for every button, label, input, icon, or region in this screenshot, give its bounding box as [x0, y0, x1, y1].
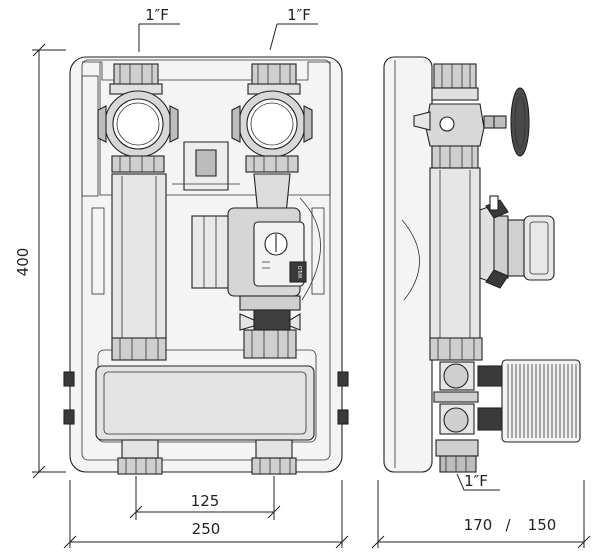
lower-manifold	[95, 365, 315, 441]
front-dimensions: 1″F 1″F 400 125 250	[14, 6, 349, 549]
pipe-spacing-label: 125	[191, 492, 220, 510]
lower-valve-knob-2	[443, 407, 469, 433]
side-valve-body	[425, 103, 485, 147]
bottom-connection-left	[117, 457, 163, 475]
front-view: WILO	[63, 56, 349, 475]
width-label: 250	[192, 520, 221, 538]
side-view	[383, 56, 581, 473]
circulation-pump: WILO	[191, 207, 307, 359]
handwheel-icon	[510, 87, 530, 157]
lower-valve-knob-1	[443, 363, 469, 389]
heat-exchanger	[501, 359, 581, 443]
depth-label-a: 170	[464, 516, 493, 534]
right-pipe-column	[231, 63, 321, 301]
bottom-connection-label: 1″F	[464, 472, 488, 490]
side-dimensions: 1″F 170 / 150	[371, 472, 591, 549]
bottom-connection-right	[251, 457, 297, 475]
height-dimension-label: 400	[14, 248, 32, 277]
side-pump-head	[523, 215, 555, 281]
top-left-connection-label: 1″F	[145, 6, 169, 24]
depth-separator: /	[505, 516, 511, 534]
top-right-connection-label: 1″F	[287, 6, 311, 24]
left-pipe-column	[97, 63, 179, 361]
left-pipe	[111, 173, 167, 341]
depth-label-b: 150	[528, 516, 557, 534]
pump-brand-label: WILO	[298, 266, 304, 279]
side-pipe	[429, 167, 481, 341]
